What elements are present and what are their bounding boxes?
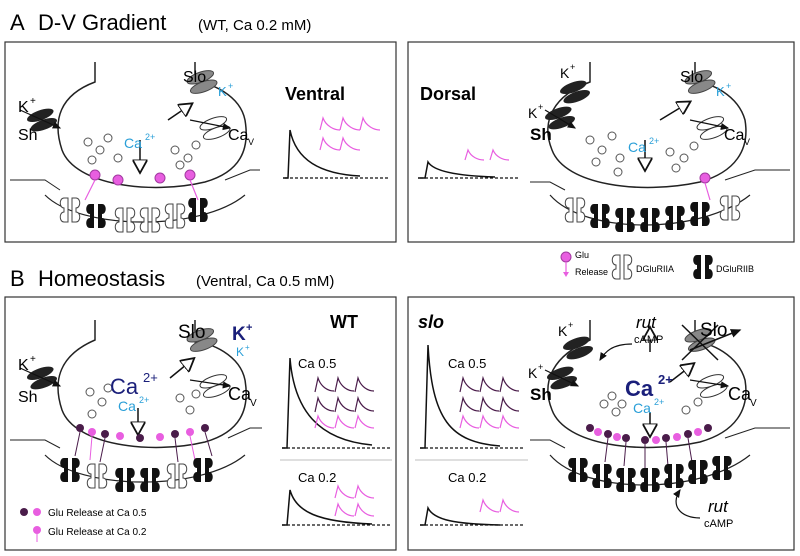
panel-slo: slo Ca 0.5 Ca 0.2 xyxy=(407,296,795,551)
legend-glu: Glu xyxy=(575,250,589,260)
legend: Glu Release DGluRIIA DGluRIIB xyxy=(560,250,754,280)
svg-text:2+: 2+ xyxy=(654,397,664,407)
svg-text:Ca: Ca xyxy=(633,400,651,416)
wt-trace-ca05: Ca 0.5 xyxy=(298,356,336,371)
slo-rut-bottom: rut xyxy=(708,497,729,516)
slo-camp-top: cAMP xyxy=(634,334,663,346)
svg-text:2+: 2+ xyxy=(145,132,155,142)
panel-dorsal: Dorsal K + K + Sh Slo K xyxy=(407,41,795,243)
svg-text:V: V xyxy=(750,398,757,409)
panel-ventral: Slo K + K + Sh Ca 2+ Ca V Ventral xyxy=(4,41,397,243)
svg-text:+: + xyxy=(228,81,233,91)
slo-rut-top: rut xyxy=(636,313,657,332)
section-a-title: D-V Gradient xyxy=(38,10,166,35)
ventral-sh-label: Sh xyxy=(18,127,38,144)
svg-text:2+: 2+ xyxy=(139,395,149,405)
wt-sh-label: Sh xyxy=(18,389,38,406)
svg-text:+: + xyxy=(568,320,573,330)
legend-dgluriia: DGluRIIA xyxy=(636,264,674,274)
slo-heading: slo xyxy=(418,312,444,332)
svg-text:K: K xyxy=(716,84,725,99)
ventral-slo-label: Slo xyxy=(183,69,206,86)
svg-text:2+: 2+ xyxy=(658,372,673,387)
slo-camp-bottom: cAMP xyxy=(704,518,733,530)
svg-text:Ca: Ca xyxy=(228,384,252,404)
section-b-title: Homeostasis xyxy=(38,266,165,291)
svg-text:2+: 2+ xyxy=(649,136,659,146)
svg-text:+: + xyxy=(570,62,575,72)
svg-text:Ca: Ca xyxy=(118,398,136,414)
svg-text:+: + xyxy=(30,354,36,365)
panel-wt: K + Sh Slo K + K + Ca 2+ Ca 2+ Ca V WT C… xyxy=(4,296,397,551)
slo-slo-label: Slo xyxy=(700,320,727,341)
ventral-k-slo-label: K xyxy=(218,84,227,99)
svg-text:2+: 2+ xyxy=(143,370,158,385)
slo-ca-big-label: Ca xyxy=(625,376,654,401)
wt-trace-ca02: Ca 0.2 xyxy=(298,470,336,485)
dorsal-heading: Dorsal xyxy=(420,84,476,104)
svg-text:+: + xyxy=(245,343,250,352)
svg-text:K: K xyxy=(528,365,538,381)
svg-text:+: + xyxy=(246,322,252,334)
svg-text:+: + xyxy=(726,81,731,91)
svg-text:K: K xyxy=(560,65,570,81)
dorsal-slo-label: Slo xyxy=(680,69,703,86)
wt-slo-label: Slo xyxy=(178,322,205,343)
dorsal-sh-label: Sh xyxy=(530,125,552,144)
svg-text:+: + xyxy=(538,362,543,372)
dorsal-cav-label: Ca xyxy=(724,127,745,144)
svg-text:K: K xyxy=(18,357,29,374)
wt-ca-big-label: Ca xyxy=(110,374,139,399)
wt-k-big-label: K xyxy=(232,324,246,345)
legend-dgluriib: DGluRIIB xyxy=(716,264,754,274)
svg-text:V: V xyxy=(250,398,257,409)
svg-text:+: + xyxy=(30,96,36,107)
ventral-ca-label: Ca xyxy=(124,135,142,151)
section-b-letter: B xyxy=(10,266,25,291)
svg-text:V: V xyxy=(744,137,750,147)
svg-text:Ca: Ca xyxy=(728,384,752,404)
ventral-k-sh-label: K xyxy=(18,99,29,116)
ventral-cav-label: Ca xyxy=(228,127,249,144)
slo-sh-label: Sh xyxy=(530,385,552,404)
legend-release: Release xyxy=(575,267,608,277)
wt-legend-05: Glu Release at Ca 0.5 xyxy=(48,508,147,519)
section-a-subtitle: (WT, Ca 0.2 mM) xyxy=(198,17,311,34)
section-a-letter: A xyxy=(10,10,25,35)
svg-text:K: K xyxy=(236,345,244,359)
svg-text:K: K xyxy=(558,323,568,339)
slo-trace-ca05: Ca 0.5 xyxy=(448,356,486,371)
svg-text:V: V xyxy=(248,137,254,147)
section-b-subtitle: (Ventral, Ca 0.5 mM) xyxy=(196,273,334,290)
wt-heading: WT xyxy=(330,312,358,332)
dorsal-ca-label: Ca xyxy=(628,139,646,155)
svg-text:K: K xyxy=(528,105,538,121)
slo-trace-ca02: Ca 0.2 xyxy=(448,470,486,485)
wt-legend-02: Glu Release at Ca 0.2 xyxy=(48,527,147,538)
svg-text:+: + xyxy=(538,102,543,112)
ventral-heading: Ventral xyxy=(285,84,345,104)
